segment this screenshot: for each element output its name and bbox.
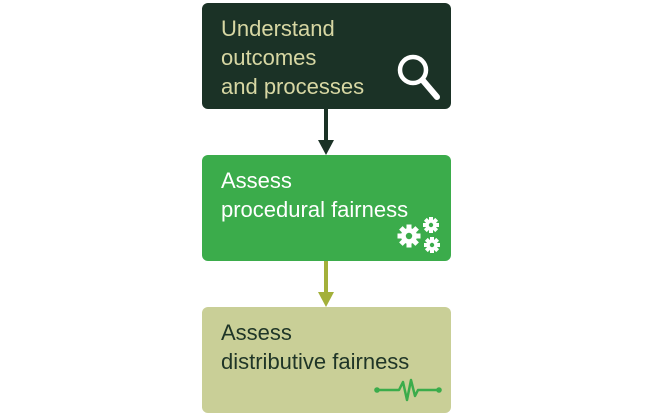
step-label-line: Understand bbox=[221, 16, 335, 41]
step-label-line: outcomes bbox=[221, 45, 317, 70]
arrow-procedural-to-distributive bbox=[318, 261, 334, 307]
step-label-line: Assess bbox=[221, 320, 292, 345]
pulse-line-icon bbox=[374, 378, 442, 402]
step-label-line: distributive fairness bbox=[221, 349, 410, 374]
step-label-line: Assess bbox=[221, 168, 292, 193]
step-assess-procedural-fairness: Assess procedural fairness bbox=[202, 155, 451, 261]
arrow-understand-to-procedural bbox=[318, 109, 334, 155]
magnifying-glass-icon bbox=[397, 54, 440, 100]
step-assess-distributive-fairness: Assess distributive fairness bbox=[202, 307, 451, 413]
gears-icon bbox=[397, 217, 440, 253]
step-label-line: procedural fairness bbox=[221, 197, 409, 222]
step-label-line: and processes bbox=[221, 74, 365, 99]
step-understand-outcomes: Understand outcomes and processes bbox=[202, 3, 451, 109]
